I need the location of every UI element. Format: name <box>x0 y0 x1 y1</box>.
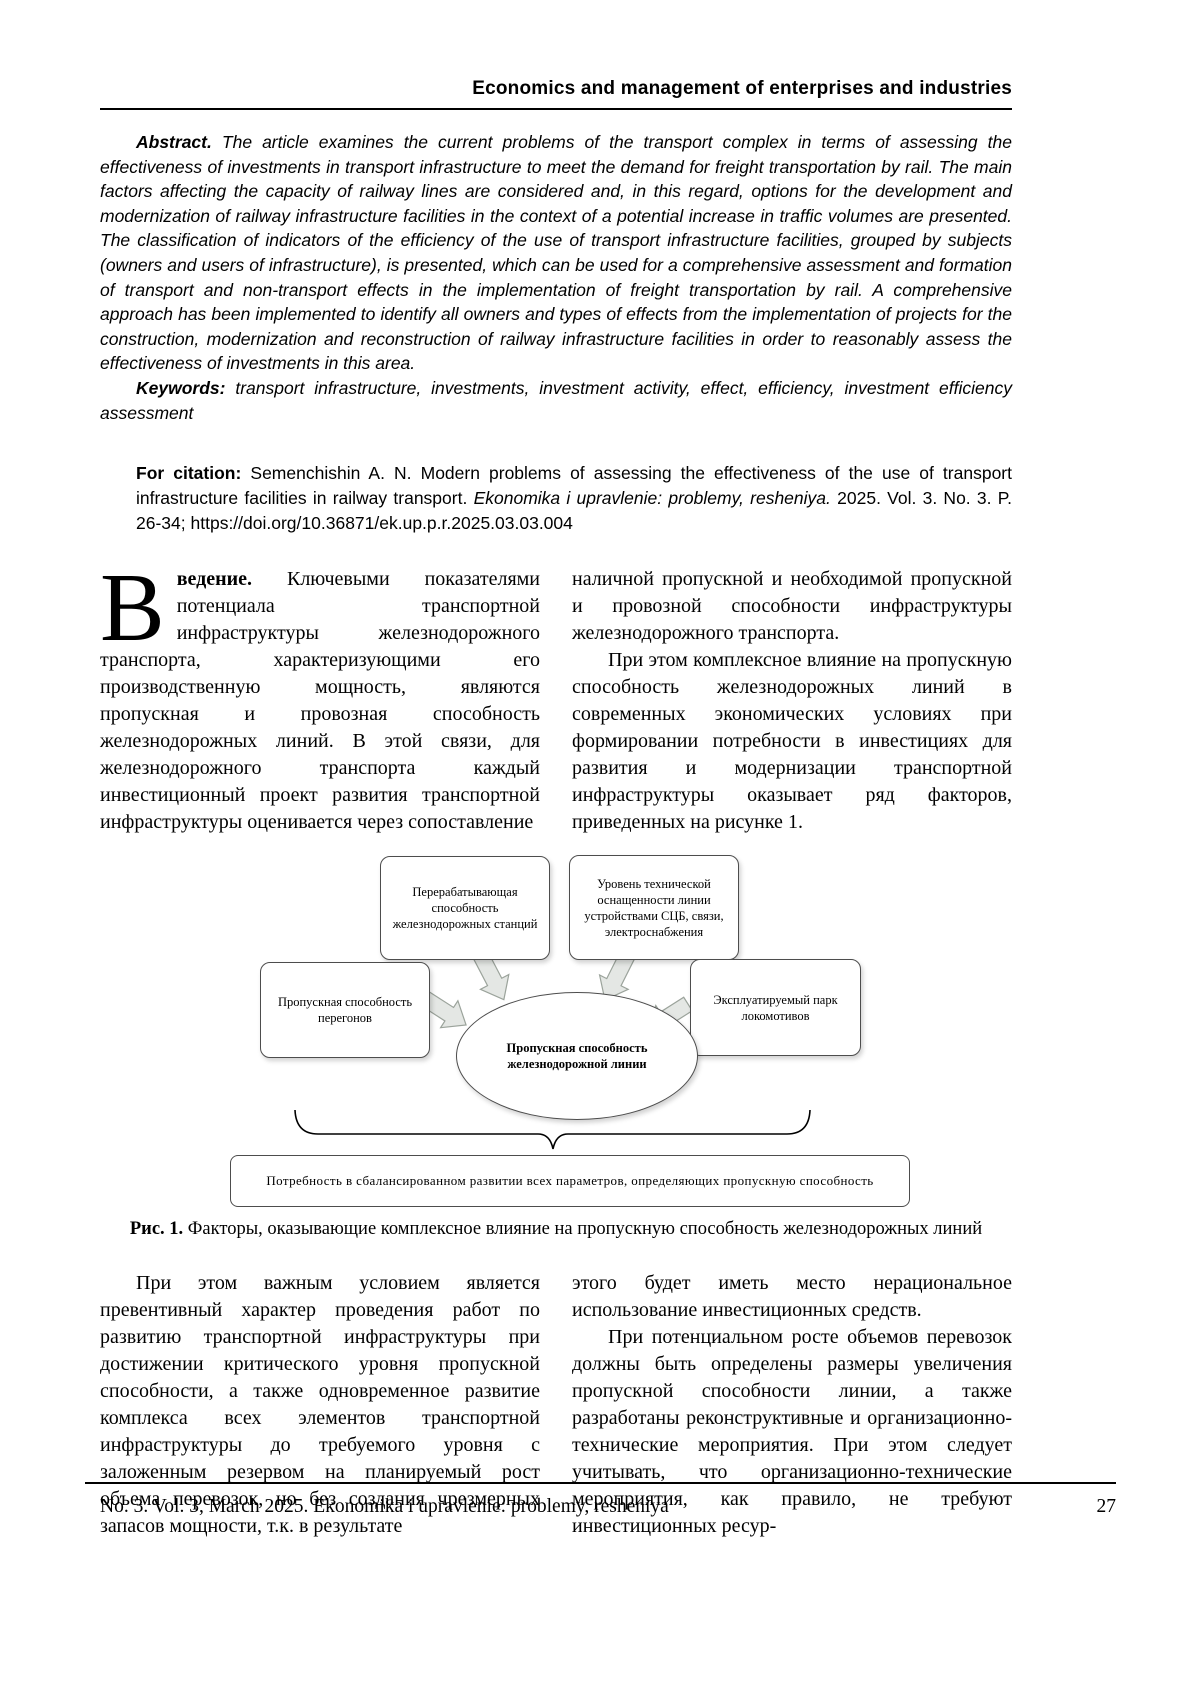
body-section-1: В ведение. Ключевыми показателями потенц… <box>100 554 1012 836</box>
keywords-text: transport infrastructure, investments, i… <box>100 377 1012 423</box>
figure-ellipse-center: Пропускная способность железнодорожной л… <box>456 992 698 1121</box>
footer-rule <box>85 1482 1116 1484</box>
page-content: Economics and management of enterprises … <box>100 0 1012 1540</box>
footer-journal-info: No. 3. Vol. 3, March 2025. Ekonomika i u… <box>100 1496 669 1517</box>
figure-caption-text: Факторы, оказывающие комплексное влияние… <box>187 1219 983 1240</box>
figure-box-top-left: Перерабатывающая способность железнодоро… <box>380 856 550 961</box>
figure-box-right: Эксплуатируемый парк локомотивов <box>690 959 861 1057</box>
page-number: 27 <box>1096 1496 1117 1517</box>
body-section-2: При этом важным условием является превен… <box>100 1270 1012 1540</box>
figure-box-top-right: Уровень технической оснащенности линии у… <box>569 855 739 961</box>
citation-issue-info: 2025. Vol. 3. No. 3. P. 26-34; <box>136 488 1013 534</box>
curly-brace <box>294 1110 811 1150</box>
running-head: Economics and management of enterprises … <box>100 0 1012 110</box>
intro-text: Ключевыми показателями потенциала трансп… <box>100 568 540 834</box>
keywords-label: Keywords: <box>136 377 226 398</box>
citation-doi-link[interactable]: https://doi.org/10.36871/ek.up.p.r.2025.… <box>190 513 573 534</box>
figure-caption: Рис. 1. Факторы, оказывающие комплексное… <box>100 1219 1012 1240</box>
paragraph: При этом комплексное влияние на пропускн… <box>572 649 1012 834</box>
abstract-paragraph: Abstract. The article examines the curre… <box>100 130 1012 376</box>
right-column-2: этого будет иметь место нерациональное и… <box>572 1270 1012 1540</box>
citation-journal: Ekonomika i upravlenie: problemy, reshen… <box>473 488 831 509</box>
citation-label: For citation: <box>136 463 242 484</box>
drop-cap: В <box>100 554 165 662</box>
abstract-text: The article examines the current problem… <box>100 132 1012 374</box>
page-footer: No. 3. Vol. 3, March 2025. Ekonomika i u… <box>100 1496 1116 1518</box>
keywords-paragraph: Keywords: transport infrastructure, inve… <box>100 376 1012 425</box>
figure-caption-label: Рис. 1. <box>129 1219 184 1240</box>
section-title: Economics and management of enterprises … <box>472 78 1012 99</box>
figure-box-bottom: Потребность в сбалансированном развитии … <box>230 1155 910 1208</box>
paragraph: наличной пропускной и необходимой пропус… <box>572 568 1012 645</box>
citation-authors-title: Semenchishin A. N. Modern problems of as… <box>136 463 1012 509</box>
left-column-2: При этом важным условием является превен… <box>100 1270 540 1540</box>
right-column-1: наличной пропускной и необходимой пропус… <box>572 566 1012 836</box>
paragraph: этого будет иметь место нерациональное и… <box>572 1272 1012 1322</box>
paragraph: При потенциальном росте объемов перевозо… <box>572 1326 1012 1538</box>
header-rule <box>100 108 1012 110</box>
abstract-label: Abstract. <box>136 132 212 152</box>
figure-1: Перерабатывающая способность железнодоро… <box>100 850 1012 1208</box>
abstract-section: Abstract. The article examines the curre… <box>100 130 1012 425</box>
paragraph: При этом важным условием является превен… <box>100 1272 540 1538</box>
citation-block: For citation: Semenchishin A. N. Modern … <box>136 461 1012 536</box>
citation-paragraph: For citation: Semenchishin A. N. Modern … <box>136 461 1012 536</box>
figure-box-left: Пропускная способность перегонов <box>260 962 430 1059</box>
introduction-label: ведение. <box>176 568 253 591</box>
left-column-1: В ведение. Ключевыми показателями потенц… <box>100 554 540 836</box>
